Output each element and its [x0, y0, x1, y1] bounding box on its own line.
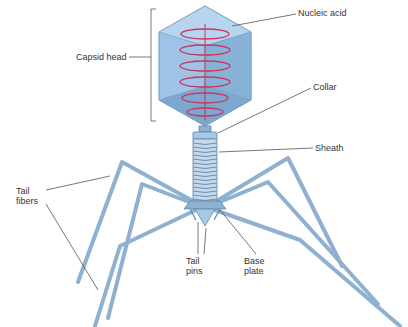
capsid-bracket [151, 9, 156, 121]
sheath [193, 139, 217, 201]
collar [193, 126, 217, 139]
capsid-head [159, 6, 251, 126]
part-label: Capsid head [76, 52, 128, 62]
sheath-ring [193, 151, 217, 153]
sheath-ring [193, 143, 217, 145]
sheath-ring [193, 163, 217, 165]
sheath-ring [193, 199, 217, 201]
sheath-ring [193, 159, 217, 161]
leader-lines [46, 9, 313, 290]
sheath-ring [193, 183, 217, 185]
part-label: Tail fibers [16, 186, 46, 206]
sheath-ring [193, 175, 217, 177]
sheath-ring [193, 171, 217, 173]
base-plate [184, 201, 226, 226]
part-label: Sheath [315, 143, 365, 153]
part-label: Collar [313, 82, 363, 92]
sheath-ring [193, 191, 217, 193]
part-label: Nucleic acid [298, 8, 368, 18]
sheath-ring [193, 147, 217, 149]
sheath-ring [193, 195, 217, 197]
sheath-ring [193, 155, 217, 157]
part-label: Base plate [244, 256, 276, 276]
part-label: Tail pins [186, 256, 216, 276]
sheath-ring [193, 179, 217, 181]
sheath-ring [193, 187, 217, 189]
sheath-ring [193, 167, 217, 169]
nucleic-acid-helix [180, 24, 230, 120]
tail-fiber-group [78, 158, 400, 326]
